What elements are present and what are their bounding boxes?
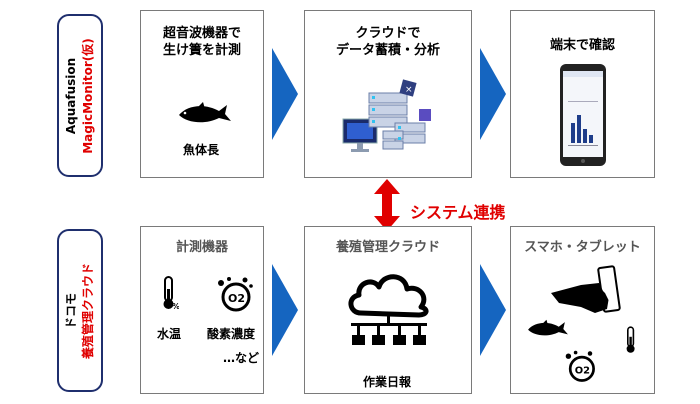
oxygen-icon: O2 bbox=[218, 277, 253, 312]
top-box-device-title: 端末で確認 bbox=[549, 38, 615, 53]
arrow-bottom-1 bbox=[272, 264, 298, 356]
bottom-box-instruments: 計測機器 % O2 水温 酸素濃度 …など bbox=[140, 226, 264, 394]
top-box-device: 端末で確認 bbox=[510, 10, 655, 178]
thermometer-icon: % bbox=[163, 276, 179, 311]
thermometer-small-icon bbox=[626, 326, 635, 353]
bottom-box-instruments-title: 計測機器 bbox=[175, 240, 228, 255]
bottom-box-cloud-title: 養殖管理クラウド bbox=[335, 240, 440, 255]
smartphone-icon bbox=[560, 64, 606, 166]
hand-tablet-icon bbox=[551, 265, 621, 313]
work-report-label: 作業日報 bbox=[363, 375, 412, 389]
bottom-box-cloud: 養殖管理クラウド 作業日報 bbox=[304, 226, 472, 394]
arrow-top-2 bbox=[480, 48, 506, 140]
server-analytics-icon: × bbox=[342, 79, 431, 152]
svg-text:%: % bbox=[172, 302, 179, 311]
aquafusion-label: Aquafusion MagicMonitor(仮) bbox=[57, 14, 103, 177]
aquafusion-org: Aquafusion bbox=[64, 57, 79, 134]
tuna-small-icon bbox=[528, 319, 568, 336]
top-box-cloud: クラウドで データ蓄積・分析 × bbox=[304, 10, 472, 178]
bottom-box-devices: スマホ・タブレット O2 bbox=[510, 226, 655, 394]
oxygen-small-icon: O2 bbox=[565, 350, 595, 382]
system-link-label: システム連携 bbox=[410, 203, 506, 222]
oxygen-label: 酸素濃度 bbox=[207, 327, 256, 341]
docomo-org: ドコモ bbox=[64, 292, 79, 329]
magicmonitor-product: MagicMonitor(仮) bbox=[81, 37, 96, 154]
water-temp-label: 水温 bbox=[157, 327, 182, 341]
bidirectional-red-arrow bbox=[374, 179, 400, 231]
top-box-measure: 超音波機器で 生け簀を計測 魚体長 bbox=[140, 10, 264, 178]
fish-length-caption: 魚体長 bbox=[183, 143, 220, 157]
docomo-label: ドコモ 養殖管理クラウド bbox=[57, 229, 103, 392]
o2-small-text: O2 bbox=[575, 365, 590, 376]
o2-text: O2 bbox=[228, 292, 245, 305]
cloud-network-icon bbox=[348, 274, 429, 345]
top-box-measure-title: 超音波機器で 生け簀を計測 bbox=[162, 26, 241, 58]
svg-text:×: × bbox=[405, 85, 413, 95]
arrow-bottom-2 bbox=[480, 264, 506, 356]
tuna-icon bbox=[179, 102, 231, 123]
arrow-top-1 bbox=[272, 48, 298, 140]
etc-label: …など bbox=[223, 351, 260, 365]
bottom-box-devices-title: スマホ・タブレット bbox=[524, 240, 641, 255]
aquaculture-cloud-product: 養殖管理クラウド bbox=[81, 262, 96, 359]
top-box-cloud-title: クラウドで データ蓄積・分析 bbox=[335, 26, 440, 58]
